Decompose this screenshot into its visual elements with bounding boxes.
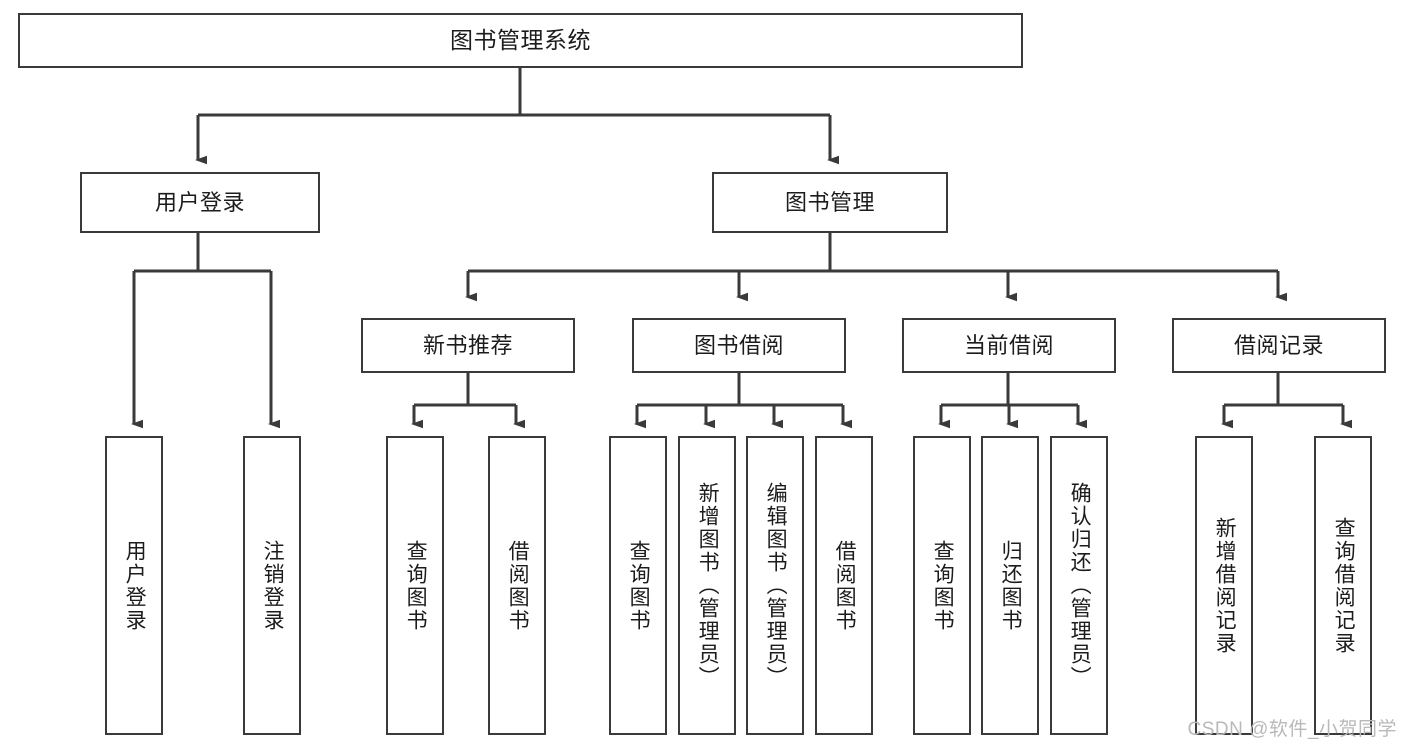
node-user-login-label: 用户登录 [154,189,245,215]
node-new-book-recommend[interactable]: 新书推荐 [361,318,575,373]
node-leaf-query-book-2[interactable]: 查询图书 [609,436,667,735]
node-leaf-query-book-3-label: 查询图书 [931,539,955,632]
node-leaf-edit-book[interactable]: 编辑图书（管理员） [746,436,804,735]
node-leaf-query-record[interactable]: 查询借阅记录 [1314,436,1372,735]
node-leaf-logout[interactable]: 注销登录 [243,436,301,735]
node-leaf-add-book[interactable]: 新增图书（管理员） [678,436,736,735]
node-leaf-borrow-book-1[interactable]: 借阅图书 [488,436,546,735]
node-current-borrow[interactable]: 当前借阅 [902,318,1116,373]
node-root[interactable]: 图书管理系统 [18,13,1023,68]
node-current-borrow-label: 当前借阅 [963,332,1054,358]
node-book-management[interactable]: 图书管理 [712,172,948,233]
node-user-login[interactable]: 用户登录 [80,172,320,233]
node-leaf-query-record-label: 查询借阅记录 [1332,516,1356,655]
node-leaf-user-login-label: 用户登录 [123,539,147,632]
node-root-label: 图书管理系统 [450,26,591,53]
node-book-borrow[interactable]: 图书借阅 [632,318,846,373]
node-leaf-add-record-label: 新增借阅记录 [1213,516,1237,655]
node-borrow-record-label: 借阅记录 [1233,332,1324,358]
watermark: CSDN @软件_小贺同学 [1187,719,1397,740]
node-leaf-return-book-label: 归还图书 [999,539,1023,632]
node-leaf-add-book-label: 新增图书（管理员） [696,482,720,689]
node-leaf-borrow-book-2-label: 借阅图书 [833,539,857,632]
node-leaf-confirm-return[interactable]: 确认归还（管理员） [1050,436,1108,735]
node-borrow-record[interactable]: 借阅记录 [1172,318,1386,373]
node-leaf-edit-book-label: 编辑图书（管理员） [764,482,788,689]
node-leaf-query-book-1[interactable]: 查询图书 [386,436,444,735]
node-leaf-logout-label: 注销登录 [261,539,285,632]
node-leaf-query-book-3[interactable]: 查询图书 [913,436,971,735]
node-book-borrow-label: 图书借阅 [693,332,784,358]
node-leaf-user-login[interactable]: 用户登录 [105,436,163,735]
node-new-book-recommend-label: 新书推荐 [422,332,513,358]
node-leaf-borrow-book-1-label: 借阅图书 [506,539,530,632]
node-leaf-query-book-1-label: 查询图书 [404,539,428,632]
node-leaf-add-record[interactable]: 新增借阅记录 [1195,436,1253,735]
node-leaf-return-book[interactable]: 归还图书 [981,436,1039,735]
node-leaf-confirm-return-label: 确认归还（管理员） [1068,482,1092,689]
node-book-management-label: 图书管理 [784,189,875,215]
node-leaf-borrow-book-2[interactable]: 借阅图书 [815,436,873,735]
node-leaf-query-book-2-label: 查询图书 [627,539,651,632]
